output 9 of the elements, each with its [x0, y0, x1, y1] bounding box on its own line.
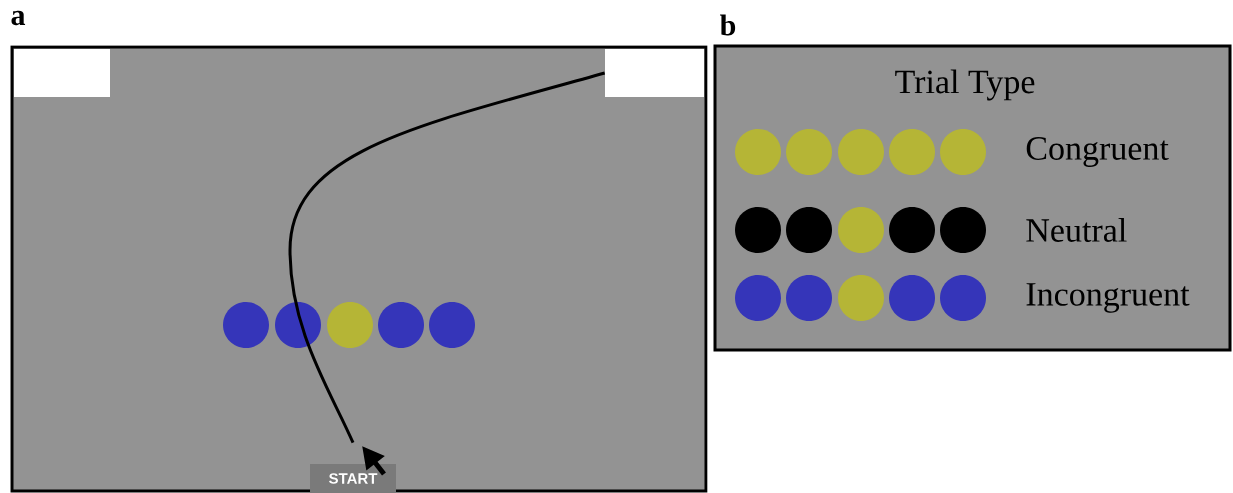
mouse-trajectory	[288, 71, 606, 444]
target-box	[14, 49, 110, 97]
legend-title: Trial Type	[895, 69, 1035, 101]
panel-letter: a	[11, 10, 26, 26]
panel-letter: b	[720, 14, 736, 36]
legend-label: Neutral	[1026, 218, 1127, 242]
target-box	[605, 49, 704, 97]
legend-label: Congruent	[1026, 137, 1169, 167]
legend-label: Incongruent	[1026, 283, 1190, 313]
